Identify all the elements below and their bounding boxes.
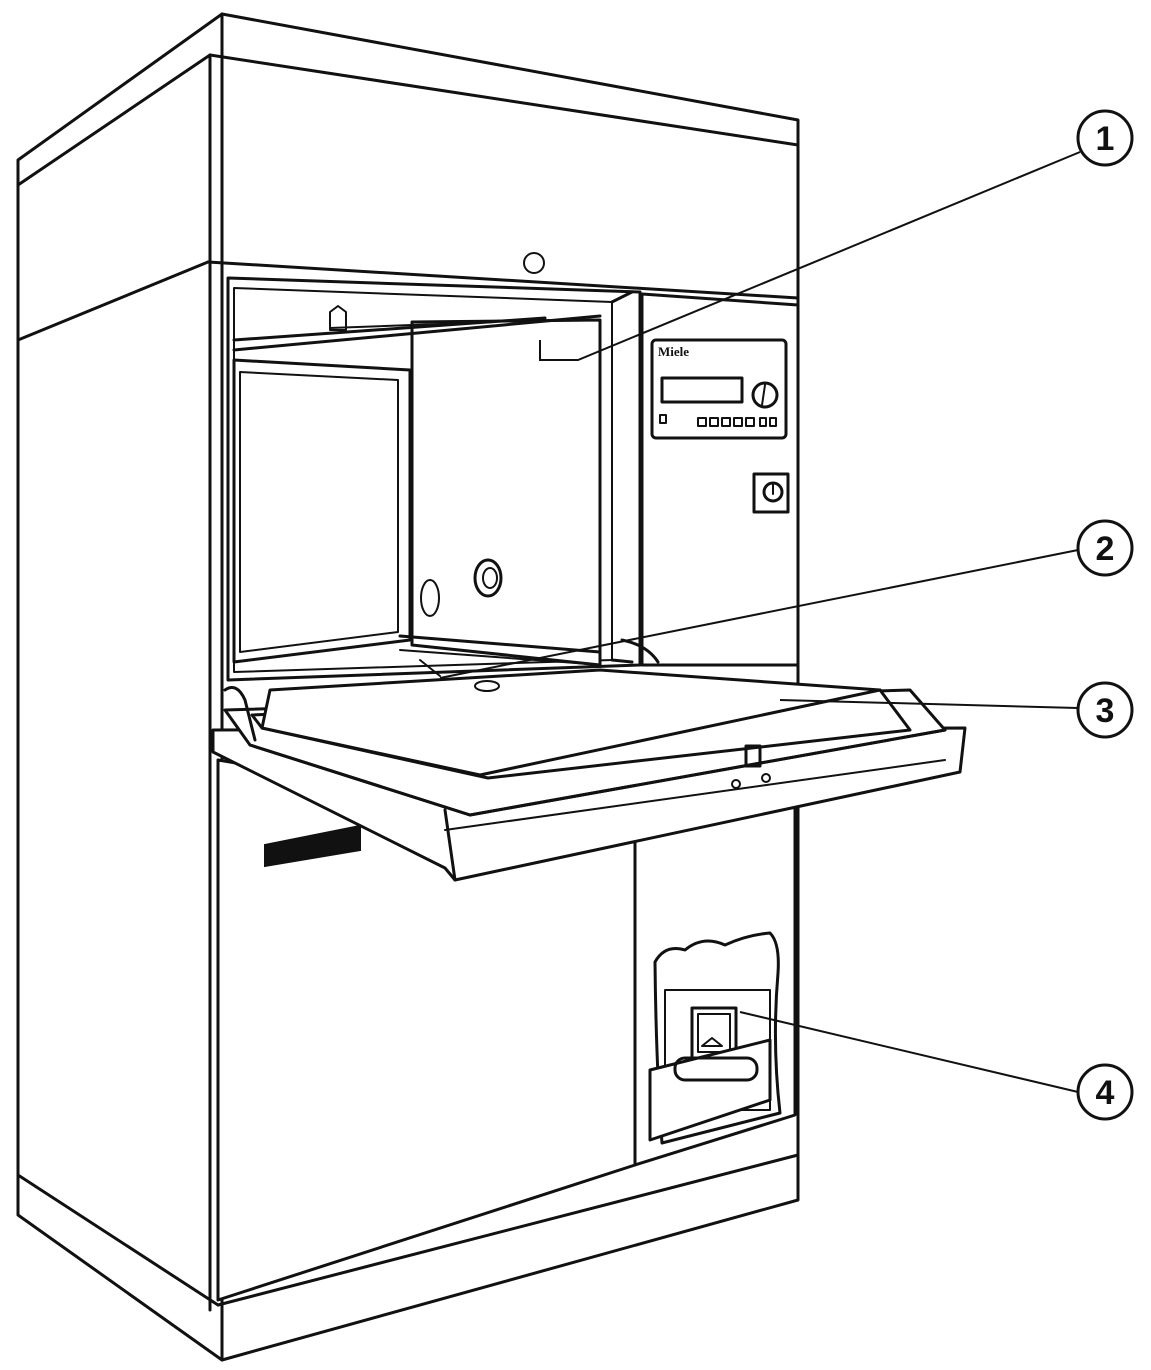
door-hinge-left [223,686,257,742]
callout-number: 2 [1096,530,1115,568]
function-button-6[interactable] [759,417,767,427]
callout-1: 1 [1076,109,1134,167]
main-switch[interactable] [752,472,790,514]
rating-plate-symbol-icon [701,1037,723,1047]
display-window [660,376,744,404]
leader-line-3 [779,699,1079,709]
lower-handle-recess [264,824,361,868]
leader-line-2 [439,549,1079,679]
spray-nozzle-icon [329,305,347,331]
door-screw-right-icon [761,773,771,783]
function-button-2[interactable] [709,417,719,427]
service-compartment [648,931,782,1145]
leader-line-1 [539,151,1081,361]
function-button-3[interactable] [721,417,731,427]
callout-number: 3 [1096,692,1115,730]
status-led-icon [659,414,667,424]
callout-2: 2 [1076,519,1134,577]
control-panel: Miele [640,292,800,667]
chamber-port-left-icon [420,579,440,617]
callout-number: 4 [1096,1074,1115,1112]
wash-chamber [226,276,642,682]
drain-sieve-icon [474,680,500,692]
callout-4: 4 [1076,1063,1134,1121]
callout-3: 3 [1076,681,1134,739]
chamber-port-right-icon [473,558,503,598]
leader-lines [439,151,1081,1093]
function-button-5[interactable] [745,417,755,427]
flap-handle[interactable] [673,1056,759,1082]
leader-line-4 [739,1011,1079,1093]
function-button-7[interactable] [769,417,777,427]
function-button-1[interactable] [697,417,707,427]
brand-logo: Miele [658,344,689,359]
program-selector-knob[interactable] [751,381,779,409]
door-latch[interactable] [744,744,762,768]
open-door[interactable] [211,634,967,882]
cabinet-left-side [16,12,224,1362]
top-indicator-icon [523,252,545,274]
control-fascia [650,338,788,440]
door-screw-left-icon [731,779,741,789]
callout-number: 1 [1096,120,1115,158]
function-button-4[interactable] [733,417,743,427]
